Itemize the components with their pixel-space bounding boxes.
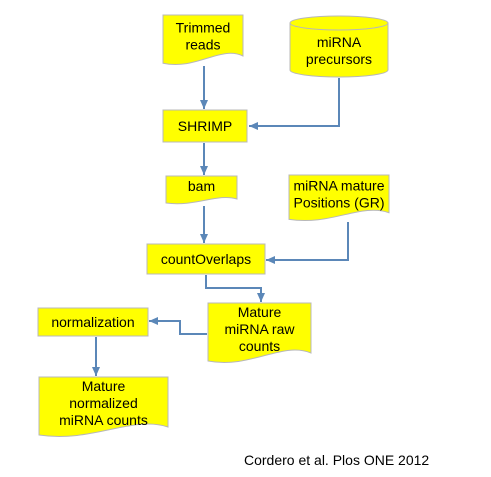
arrow-mirna-precursors-to-shrimp [249, 78, 340, 130]
node-mature-raw-counts-label-line: counts [239, 338, 280, 354]
arrow-count-overlaps-to-mature-raw-counts [205, 275, 265, 302]
node-mature-raw-counts-label-line: miRNA raw [224, 321, 295, 337]
edges-layer [92, 66, 349, 376]
node-count-overlaps-shape [146, 243, 266, 275]
node-bam-label-line: bam [188, 178, 215, 194]
node-bam-shape [165, 175, 238, 205]
node-bam: bam [165, 175, 238, 205]
node-shrimp: SHRIMP [162, 109, 248, 143]
node-count-overlaps-label-line: countOverlaps [161, 251, 251, 267]
node-mirna-precursors-label-line: precursors [306, 51, 372, 67]
node-normalization: normalization [37, 307, 149, 337]
node-mirna-mature-positions-shape [288, 174, 390, 221]
node-mature-normalized-counts-label-line: miRNA counts [59, 412, 148, 428]
node-count-overlaps: countOverlaps [146, 243, 266, 275]
node-mature-normalized-counts-label-line: Mature [82, 378, 126, 394]
node-mature-normalized-counts-shape [38, 376, 169, 437]
node-mature-raw-counts-label-line: Mature [238, 304, 282, 320]
node-trimmed-reads-label-line: reads [185, 36, 220, 52]
node-mirna-precursors-cylinder-rim [289, 22, 389, 31]
node-shrimp-label-line: SHRIMP [178, 118, 232, 134]
node-normalization-label-line: normalization [51, 314, 134, 330]
node-mature-raw-counts-shape [207, 302, 312, 363]
node-mirna-mature-positions-label-line: Positions (GR) [293, 194, 384, 210]
node-mirna-mature-positions-label-line: miRNA mature [293, 177, 384, 193]
arrow-mirna-mature-positions-to-count-overlaps [266, 222, 349, 264]
citation-caption: Cordero et al. Plos ONE 2012 [244, 452, 430, 468]
node-mirna-precursors-label-line: miRNA [317, 34, 362, 50]
node-trimmed-reads-label-line: Trimmed [176, 19, 231, 35]
node-normalization-shape [37, 307, 149, 337]
node-shrimp-shape [162, 109, 248, 143]
arrow-mature-raw-counts-to-normalization [149, 317, 207, 335]
node-trimmed-reads-shape [162, 14, 244, 65]
node-mirna-precursors-shape [289, 15, 389, 78]
node-mature-normalized-counts-label-line: normalized [69, 395, 137, 411]
